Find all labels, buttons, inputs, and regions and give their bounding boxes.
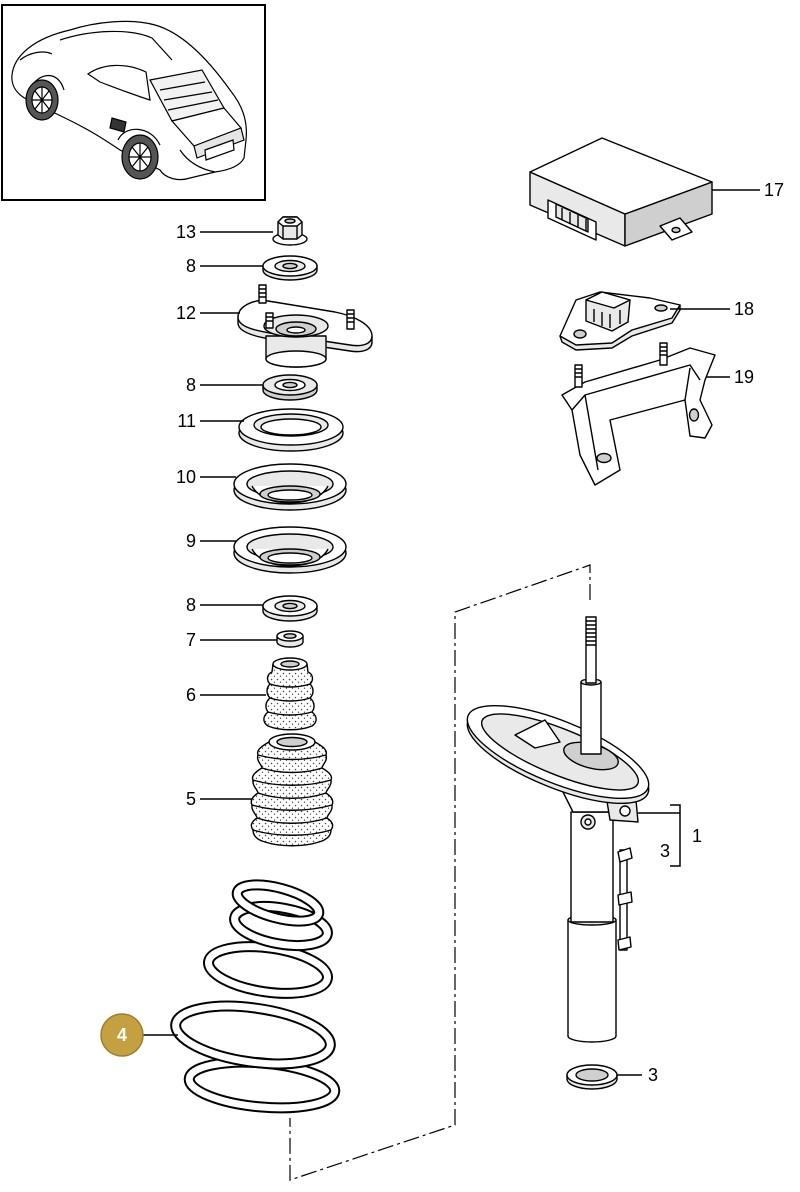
callout-label[interactable]: 19: [734, 367, 754, 387]
part-bump-stop-6: [263, 657, 317, 731]
callout-8-lower[interactable]: 8: [186, 595, 263, 615]
callout-label[interactable]: 18: [734, 299, 754, 319]
callout-3-bottom[interactable]: 3: [617, 1065, 658, 1085]
callout-17[interactable]: 17: [712, 180, 784, 200]
callout-label[interactable]: 6: [186, 685, 196, 705]
callout-label[interactable]: 11: [177, 411, 196, 431]
vehicle-thumbnail: [1, 4, 266, 201]
callout-18[interactable]: 18: [670, 299, 754, 319]
part-washer-8-middle: [262, 374, 318, 401]
car-icon: [11, 20, 247, 181]
part-spring-seat-10: [233, 463, 347, 511]
callout-strut-group[interactable]: 3 1: [638, 804, 702, 867]
callout-6[interactable]: 6: [186, 685, 266, 705]
callout-label[interactable]: 7: [186, 630, 196, 650]
callout-label[interactable]: 3: [648, 1065, 658, 1085]
callout-label[interactable]: 9: [186, 531, 196, 551]
part-strut-mount-12: [237, 284, 373, 368]
part-washer-3: [566, 1064, 618, 1090]
selected-callout-badge[interactable]: [100, 1013, 144, 1057]
callout-label[interactable]: 12: [176, 303, 196, 323]
callout-label[interactable]: 5: [186, 789, 196, 809]
callout-13[interactable]: 13: [176, 222, 273, 242]
callout-label[interactable]: 17: [764, 180, 784, 200]
part-washer-8-top: [262, 255, 318, 281]
part-bracket-19: [561, 342, 716, 486]
assembly-boundary: [289, 564, 591, 1181]
callout-7[interactable]: 7: [186, 630, 277, 650]
callout-12[interactable]: 12: [176, 303, 240, 323]
callout-label[interactable]: 13: [176, 222, 196, 242]
part-coil-spring-4: [170, 879, 341, 1114]
callout-label[interactable]: 10: [176, 467, 196, 487]
callout-8-top[interactable]: 8: [186, 256, 263, 276]
part-nut-13: [272, 216, 308, 246]
callout-19[interactable]: 19: [706, 367, 754, 387]
callout-10[interactable]: 10: [176, 467, 236, 487]
part-spacer-7: [276, 630, 304, 648]
callout-8-middle[interactable]: 8: [186, 375, 263, 395]
part-washer-8-lower: [262, 595, 318, 622]
callout-label[interactable]: 8: [186, 595, 196, 615]
part-protective-boot-5: [250, 733, 334, 847]
callout-9[interactable]: 9: [186, 531, 236, 551]
part-control-unit-17: [529, 137, 713, 247]
part-ring-11: [238, 408, 344, 452]
callout-11[interactable]: 11: [177, 411, 244, 431]
callout-4-selected[interactable]: 4: [100, 1013, 178, 1057]
callout-label[interactable]: 1: [692, 826, 702, 846]
callout-5[interactable]: 5: [186, 789, 252, 809]
callout-label[interactable]: 4: [117, 1025, 127, 1045]
callout-label[interactable]: 8: [186, 375, 196, 395]
part-strut-assembly: [466, 616, 650, 1043]
part-spring-seat-9: [233, 526, 347, 574]
callout-label[interactable]: 3: [660, 841, 670, 861]
callout-label[interactable]: 8: [186, 256, 196, 276]
part-bracket-18: [559, 291, 681, 351]
